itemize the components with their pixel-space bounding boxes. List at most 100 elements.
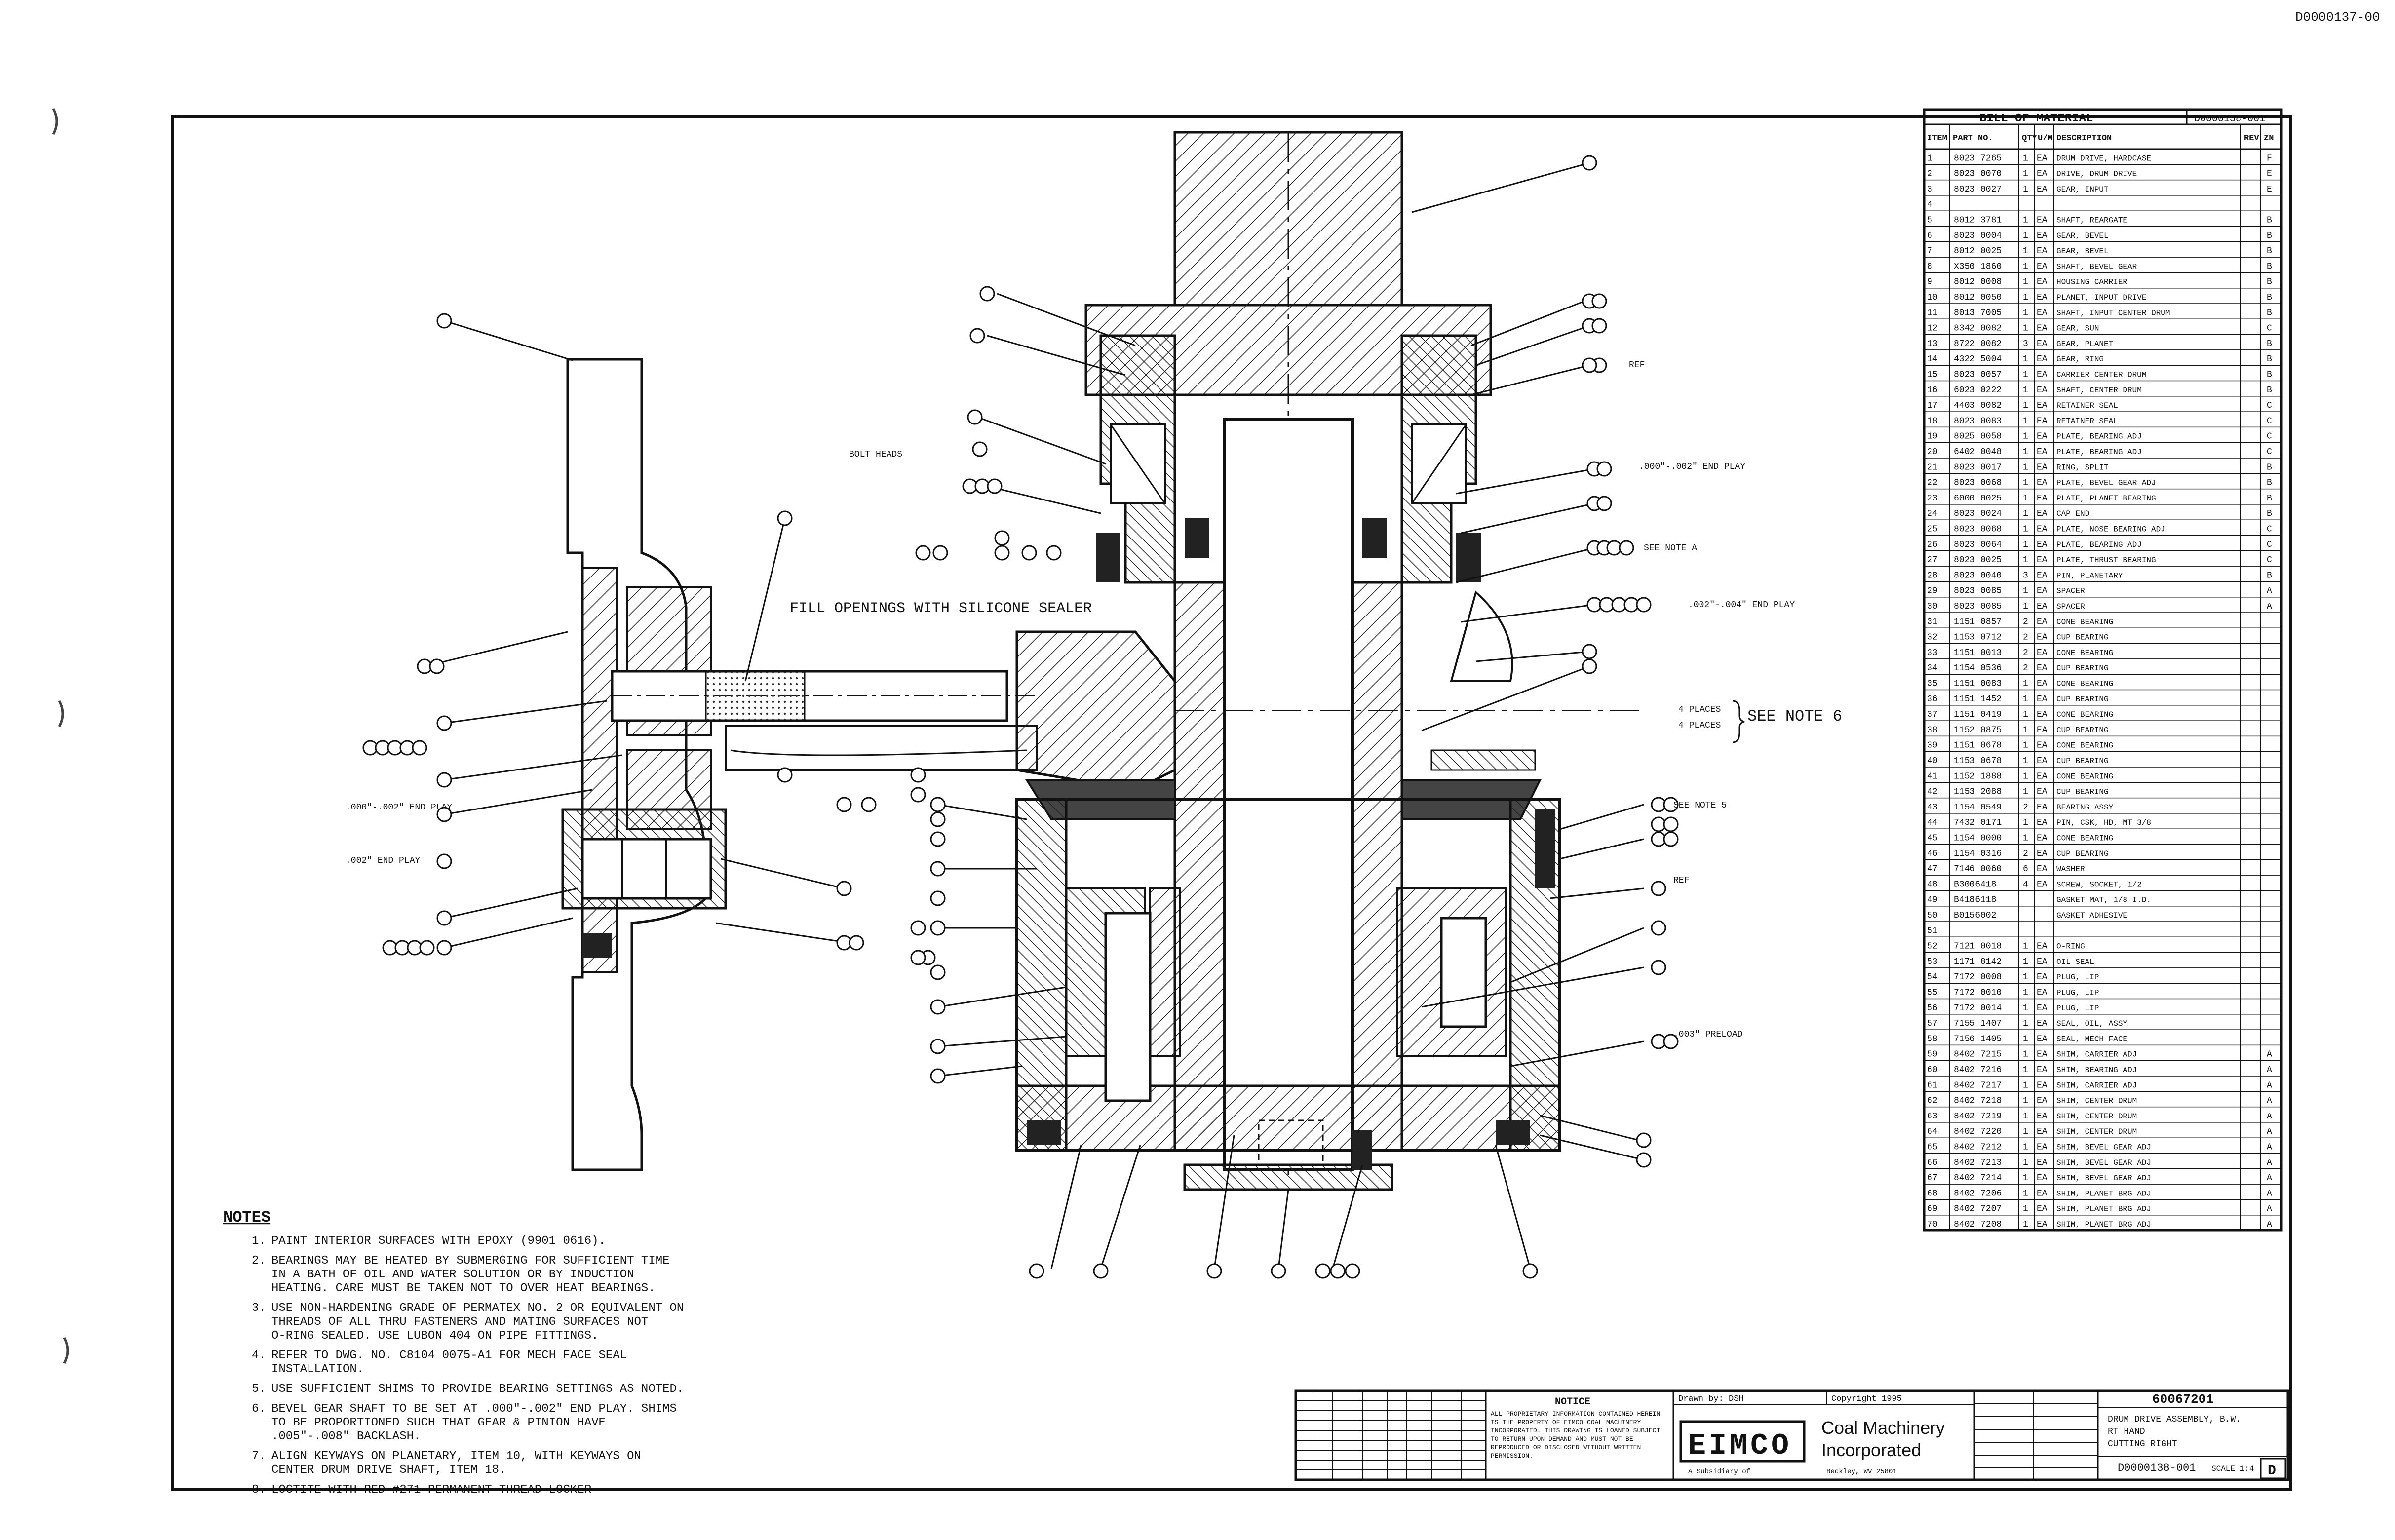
bom-cell-um: EA xyxy=(2037,756,2047,766)
bom-cell-part: 7121 0018 xyxy=(1954,942,2002,952)
bom-cell-part: 7172 0008 xyxy=(1954,972,2002,982)
bom-cell-item: 68 xyxy=(1927,1189,1938,1198)
bom-cell-um: EA xyxy=(2037,293,2047,303)
bom-cell-part: 4403 0082 xyxy=(1954,401,2002,411)
bom-cell-item: 58 xyxy=(1927,1034,1938,1044)
notes-list: 1.PAINT INTERIOR SURFACES WITH EPOXY (99… xyxy=(252,1234,684,1497)
item-balloon xyxy=(910,950,926,965)
bom-cell-um: EA xyxy=(2037,1034,2047,1044)
bom-cell-qty: 1 xyxy=(2023,1112,2028,1121)
bom-cell-desc: SHIM, BEARING ADJ xyxy=(2056,1066,2137,1075)
note-number: 7. xyxy=(252,1450,266,1463)
bom-cell-zn: A xyxy=(2267,1080,2272,1090)
bom-cell-part: X350 1860 xyxy=(1954,262,2002,271)
bom-cell-part: 7172 0014 xyxy=(1954,1003,2002,1013)
bom-cell-item: 41 xyxy=(1927,771,1938,781)
item-balloon xyxy=(1029,1263,1044,1279)
bom-cell-desc: WASHER xyxy=(2056,865,2085,874)
bom-cell-zn: B xyxy=(2267,277,2272,287)
bom-cell-desc: PLATE, BEARING ADJ xyxy=(2056,540,2142,549)
bom-cell-item: 66 xyxy=(1927,1158,1938,1168)
bom-cell-item: 63 xyxy=(1927,1112,1938,1121)
item-balloon xyxy=(436,313,452,329)
bom-cell-qty: 2 xyxy=(2023,648,2028,658)
bom-cell-desc: RETAINER SEAL xyxy=(2056,401,2118,410)
bom-cell-desc: PLATE, THRUST BEARING xyxy=(2056,556,2156,565)
bom-cell-part: 7146 0060 xyxy=(1954,864,2002,874)
bom-cell-part: 8402 7213 xyxy=(1954,1158,2002,1168)
bom-cell-um: EA xyxy=(2037,1143,2047,1153)
bom-cell-um: EA xyxy=(2037,1065,2047,1075)
note-item: BEARINGS MAY BE HEATED BY SUBMERGING FOR… xyxy=(271,1254,670,1295)
bom-cell-zn: C xyxy=(2267,416,2272,426)
bom-cell-part: 6000 0025 xyxy=(1954,494,2002,503)
item-balloon xyxy=(1206,1263,1222,1279)
see-note-6-brace xyxy=(1732,700,1745,743)
bom-cell-zn: B xyxy=(2267,385,2272,395)
see-note-6-label: SEE NOTE 6 xyxy=(1747,707,1842,726)
bom-title: BILL OF MATERIAL xyxy=(1979,112,2093,125)
bom-cell-zn: E xyxy=(2267,169,2272,179)
bom-cell-desc: PLATE, PLANET BEARING xyxy=(2056,494,2156,503)
bom-cell-qty: 1 xyxy=(2023,540,2028,550)
bom-cell-desc: SPACER xyxy=(2056,587,2085,596)
bom-cell-item: 16 xyxy=(1927,385,1938,395)
item-balloon xyxy=(1651,881,1666,896)
bom-cell-desc: SHIM, CARRIER ADJ xyxy=(2056,1050,2137,1059)
notice-text: ALL PROPRIETARY INFORMATION CONTAINED HE… xyxy=(1491,1410,1660,1460)
bom-cell-qty: 1 xyxy=(2023,972,2028,982)
bom-cell-qty: 1 xyxy=(2023,602,2028,612)
bom-cell-qty: 1 xyxy=(2023,494,2028,503)
bom-cell-qty: 1 xyxy=(2023,1204,2028,1214)
bom-cell-item: 64 xyxy=(1927,1127,1938,1137)
end-play-note-left-2: .002" END PLAY xyxy=(346,856,420,866)
bom-cell-um: EA xyxy=(2037,308,2047,318)
note-item: BEVEL GEAR SHAFT TO BE SET AT .000"-.002… xyxy=(271,1402,677,1443)
note-number: 6. xyxy=(252,1402,266,1416)
bom-cell-item: 69 xyxy=(1927,1204,1938,1214)
bom-cell-desc: HOUSING CARRIER xyxy=(2056,278,2127,287)
bom-cell-part: 7172 0010 xyxy=(1954,988,2002,998)
bom-cell-desc: DRIVE, DRUM DRIVE xyxy=(2056,170,2137,179)
bom-cell-qty: 1 xyxy=(2023,262,2028,271)
drawing-border xyxy=(171,115,2292,1491)
note-item: USE NON-HARDENING GRADE OF PERMATEX NO. … xyxy=(271,1302,684,1343)
bom-cell-um: EA xyxy=(2037,525,2047,535)
item-balloon xyxy=(1330,1263,1346,1279)
item-balloon xyxy=(849,935,864,951)
item-balloon xyxy=(861,797,877,812)
bom-cell-qty: 1 xyxy=(2023,293,2028,303)
bom-cell-part: 8012 0008 xyxy=(1954,277,2002,287)
bom-header-cell: ZN xyxy=(2264,134,2274,143)
bom-cell-part: 8023 0083 xyxy=(1954,416,2002,426)
bom-cell-qty: 1 xyxy=(2023,725,2028,735)
notes-heading: NOTES xyxy=(223,1208,270,1227)
bom-cell-part: 8012 0050 xyxy=(1954,293,2002,303)
bom-cell-part: 6023 0222 xyxy=(1954,385,2002,395)
bom-cell-zn: A xyxy=(2267,602,2272,612)
bom-cell-qty: 1 xyxy=(2023,185,2028,194)
bom-cell-um: EA xyxy=(2037,432,2047,442)
bom-cell-part: B3006418 xyxy=(1954,880,1996,889)
bom-cell-item: 54 xyxy=(1927,972,1938,982)
bom-cell-item: 53 xyxy=(1927,957,1938,967)
bom-cell-desc: SHIM, BEVEL GEAR ADJ xyxy=(2056,1143,2151,1152)
notes-block: NOTES 1.PAINT INTERIOR SURFACES WITH EPO… xyxy=(223,1208,684,1497)
callout-leaders xyxy=(424,162,1644,1269)
bom-cell-um: EA xyxy=(2037,1096,2047,1106)
bom-cell-um: EA xyxy=(2037,478,2047,488)
bom-cell-item: 3 xyxy=(1927,185,1932,194)
item-balloon xyxy=(412,740,427,756)
company-line-1: Coal Machinery xyxy=(1821,1418,1945,1438)
bom-cell-part: 1153 0712 xyxy=(1954,633,2002,643)
bom-cell-desc: GEAR, BEVEL xyxy=(2056,231,2109,240)
bom-cell-desc: RING, SPLIT xyxy=(2056,463,2109,472)
bom-cell-zn: B xyxy=(2267,339,2272,349)
company-sub: A Subsidiary of xyxy=(1688,1468,1750,1476)
